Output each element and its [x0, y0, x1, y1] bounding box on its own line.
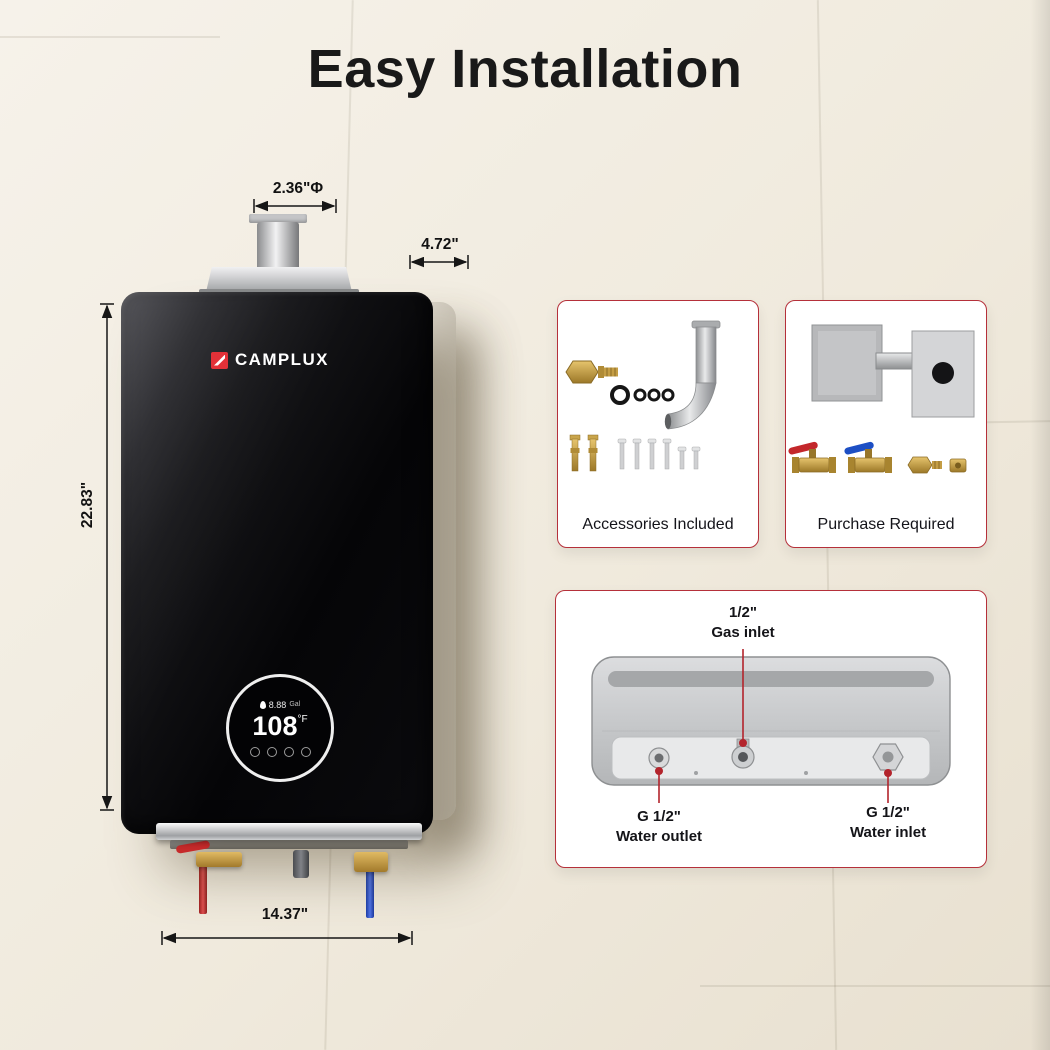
temperature-display: 8.88 Gal 108 °F: [226, 674, 334, 782]
dim-top-diameter: 2.36"Φ: [272, 180, 324, 197]
o-rings-icon: [610, 385, 675, 405]
control-button-icon: [300, 746, 311, 757]
flue-cap: [249, 214, 307, 223]
callout-dot: [655, 767, 663, 775]
brass-adapter-icon: [907, 456, 967, 474]
purchase-label: Purchase Required: [817, 516, 955, 533]
unit-body: [591, 656, 951, 786]
flue-pipe: [257, 222, 299, 272]
page-title: Easy Installation: [307, 39, 743, 99]
screws-icon: [617, 438, 701, 470]
droplet-icon: [259, 700, 266, 709]
accessories-panel: Accessories Included: [557, 300, 759, 548]
accessories-label: Accessories Included: [582, 516, 734, 533]
brand-logo-icon: [211, 351, 228, 369]
wall-corner-shade: [1030, 0, 1050, 1050]
wall-plate-icon: [811, 324, 975, 418]
purchase-illustration: [788, 324, 975, 474]
control-button-icon: [283, 746, 294, 757]
temp-unit: °F: [297, 713, 308, 725]
callout-dot: [884, 769, 892, 777]
water-inlet-label: G 1/2" Water inlet: [849, 804, 927, 841]
brass-fitting-icon: [565, 360, 618, 384]
bottom-trim: [170, 840, 408, 849]
flow-value: 8.88: [268, 699, 287, 710]
flue-base-plate: [206, 267, 352, 292]
control-button-icon: [249, 746, 260, 757]
brand-name: CAMPLUX: [235, 350, 329, 369]
water-valve-blue-icon: [844, 441, 892, 473]
water-heater-front-panel: CAMPLUX 8.88 Gal 108 °F: [121, 292, 433, 834]
wall-seam: [0, 36, 220, 38]
dim-vent-clearance: 4.72": [421, 236, 459, 253]
purchase-panel: Purchase Required: [785, 300, 987, 548]
brass-inlet-fitting: [354, 852, 388, 872]
brand-logo: CAMPLUX: [211, 350, 329, 370]
water-outlet-fitting-icon: [648, 747, 670, 769]
temp-value: 108: [252, 710, 298, 741]
accessories-illustration: [565, 320, 721, 472]
wall-seam: [700, 985, 1050, 987]
vent-elbow-icon: [664, 320, 721, 430]
control-button-icon: [266, 746, 277, 757]
anchor-bolts-icon: [569, 434, 599, 472]
gas-valve-red-icon: [788, 441, 836, 473]
unit-underside-illustration: [591, 649, 951, 803]
dim-width: 14.37": [261, 906, 309, 923]
connections-panel: 1/2" Gas inlet G 1/2" Water outlet G 1/2…: [555, 590, 987, 868]
temperature-readout: 108 °F: [252, 710, 308, 741]
cold-water-pipe: [366, 870, 374, 918]
brass-valve-body: [196, 852, 242, 867]
mounting-bracket: [156, 823, 422, 840]
gas-fitting: [293, 850, 309, 878]
water-outlet-label: G 1/2" Water outlet: [615, 808, 703, 845]
gas-inlet-label: 1/2" Gas inlet: [711, 604, 775, 641]
callout-dot: [739, 739, 747, 747]
flow-unit: Gal: [289, 701, 301, 708]
water-inlet-fitting-icon: [872, 743, 904, 771]
callout-lines: [658, 649, 889, 803]
flow-readout: 8.88 Gal: [259, 699, 301, 710]
dim-height: 22.83": [79, 481, 96, 529]
control-buttons: [249, 746, 311, 757]
hot-water-pipe: [199, 866, 207, 914]
